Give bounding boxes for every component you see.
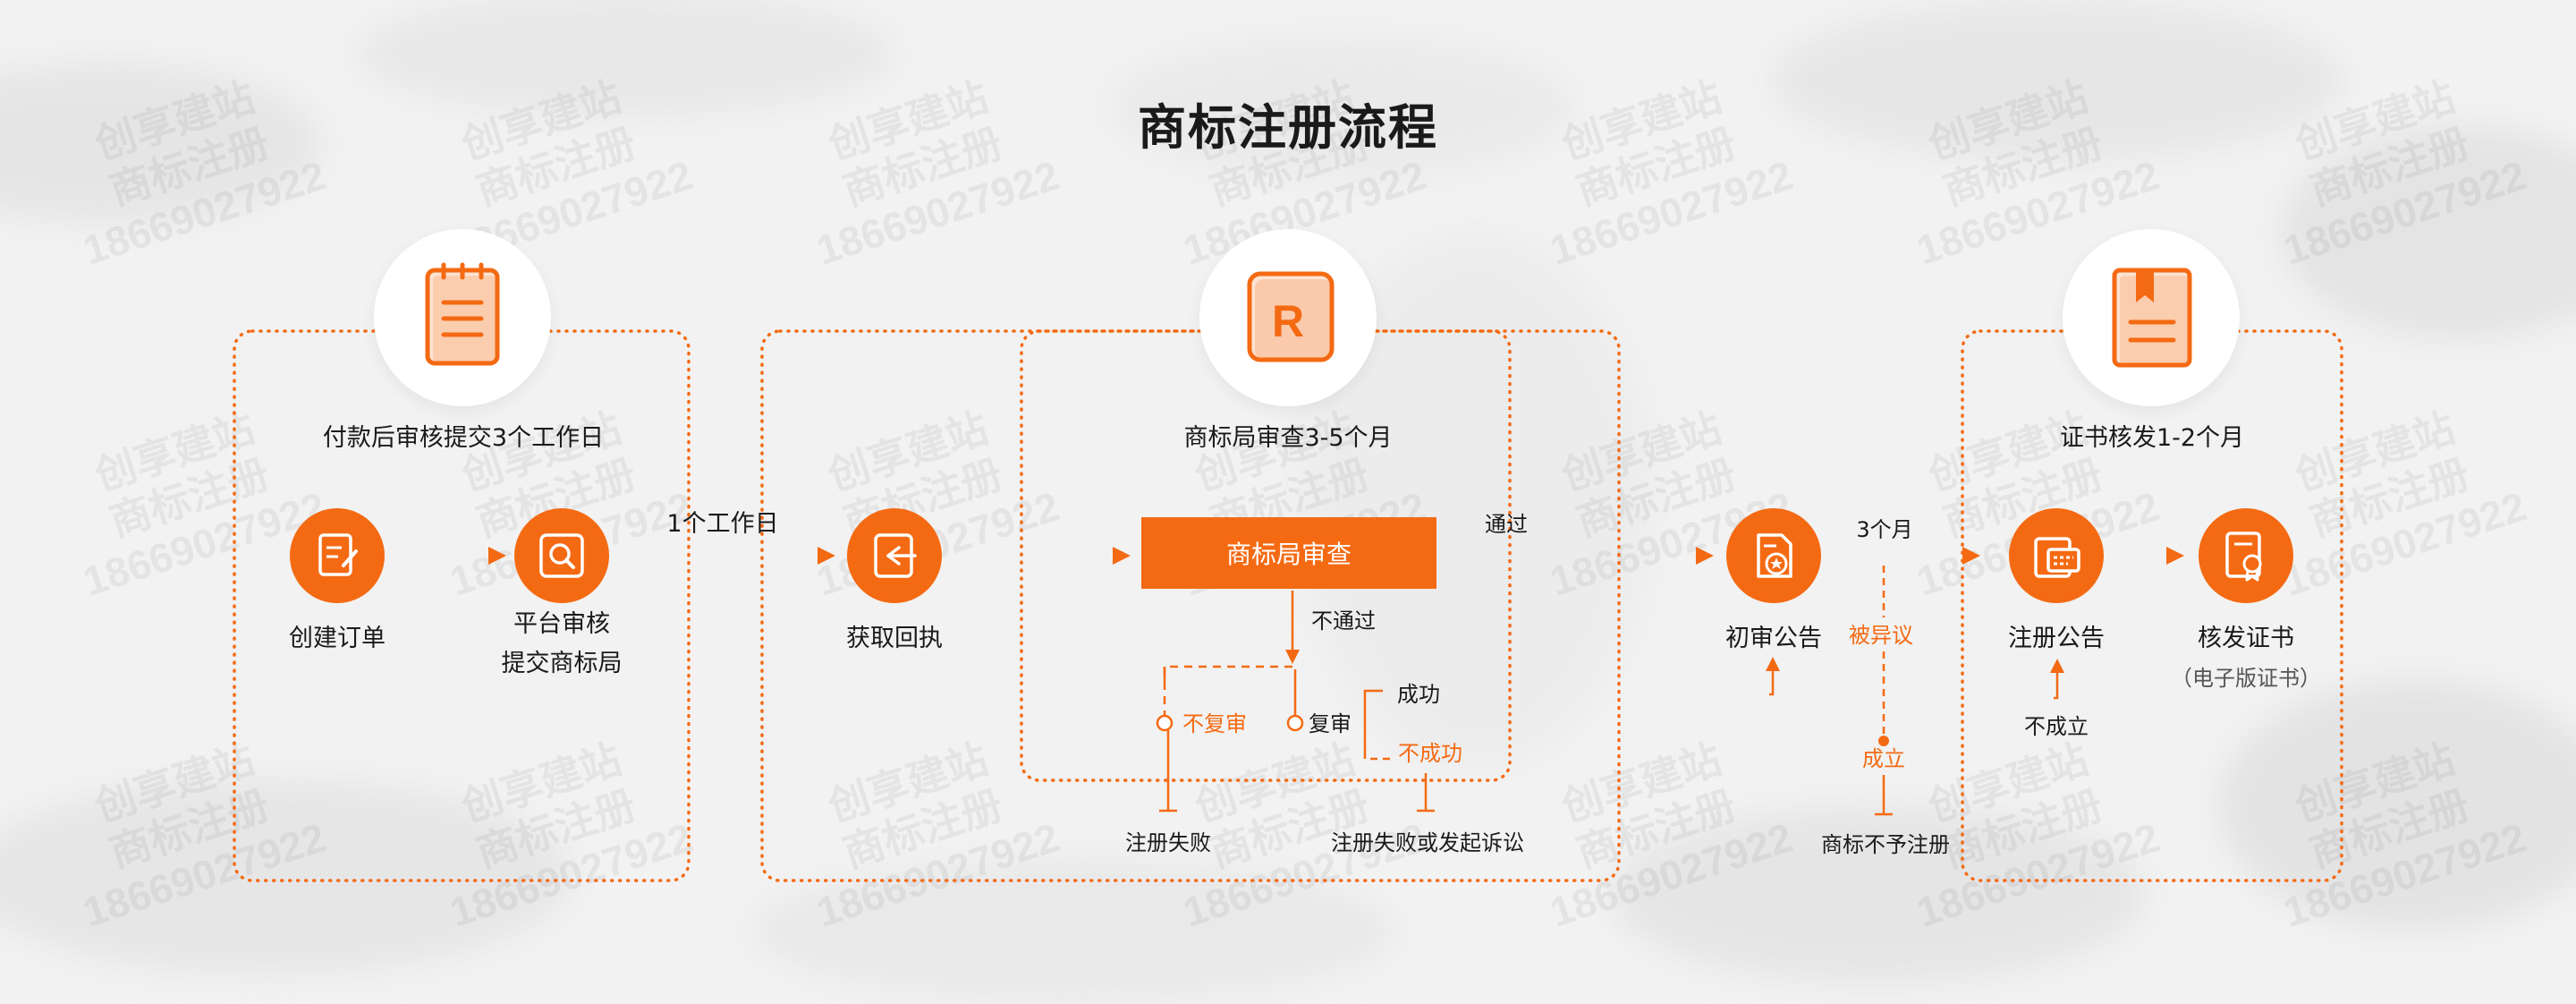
three-months-label: 3个月 — [1856, 517, 1913, 542]
phase-box-review-outer — [760, 329, 1621, 882]
not-passed-label: 不通过 — [1311, 608, 1376, 634]
svg-text:R: R — [1272, 296, 1304, 346]
not-established-label: 不成立 — [2024, 714, 2089, 739]
platform-review-label-1: 平台审核 — [513, 610, 610, 638]
reg-fail-label: 注册失败 — [1125, 830, 1211, 855]
not-registered-label: 商标不予注册 — [1821, 832, 1950, 857]
announcement-card-icon — [2034, 537, 2080, 578]
platform-review-label-2: 提交商标局 — [501, 650, 623, 677]
registration-label: 注册公告 — [2008, 625, 2105, 652]
bureau-review-box: 商标局审查 — [1141, 517, 1436, 589]
notepad-icon — [425, 262, 500, 366]
page-title: 商标注册流程 — [1138, 99, 1438, 156]
registered-r-icon: R — [1247, 271, 1335, 362]
magnifier-search-icon — [539, 533, 584, 578]
phase-box-certificate — [1961, 329, 2343, 882]
reg-fail-lawsuit-label: 注册失败或发起诉讼 — [1331, 830, 1524, 855]
objection-label: 被异议 — [1849, 623, 1913, 648]
create-order-step — [290, 508, 385, 603]
notepad-icon-badge — [374, 229, 551, 406]
registration-announcement-step — [2009, 508, 2104, 603]
preliminary-announcement-step — [1726, 508, 1821, 603]
issue-certificate-step — [2199, 508, 2293, 603]
badge-document-icon — [1757, 533, 1792, 578]
order-edit-icon — [318, 533, 358, 576]
issue-cert-label: 核发证书 — [2198, 625, 2294, 652]
registered-r-icon-badge: R — [1199, 229, 1377, 406]
receipt-label: 获取回执 — [846, 625, 943, 652]
phase-title-review: 商标局审查3-5个月 — [1183, 424, 1393, 452]
one-day-label: 1个工作日 — [666, 510, 779, 538]
no-re-review-label: 不复审 — [1182, 711, 1247, 736]
established-label: 成立 — [1862, 746, 1905, 771]
re-review-label: 复审 — [1309, 711, 1352, 736]
issue-cert-note: （电子版证书） — [2171, 666, 2321, 691]
create-order-label: 创建订单 — [289, 625, 386, 652]
success-label: 成功 — [1397, 682, 1440, 707]
phase-title-submit: 付款后审核提交3个工作日 — [322, 424, 605, 452]
passed-label: 通过 — [1485, 512, 1528, 537]
preliminary-label: 初审公告 — [1725, 625, 1822, 652]
fail-label: 不成功 — [1398, 741, 1462, 766]
phase-title-certificate: 证书核发1-2个月 — [2059, 424, 2245, 452]
certificate-book-icon — [2112, 268, 2192, 368]
receipt-return-icon — [874, 533, 917, 578]
platform-review-step — [514, 508, 609, 603]
receipt-step — [847, 508, 942, 603]
phase-box-submit — [233, 329, 691, 882]
certificate-book-icon-badge — [2063, 229, 2240, 406]
award-certificate-icon — [2225, 532, 2262, 582]
